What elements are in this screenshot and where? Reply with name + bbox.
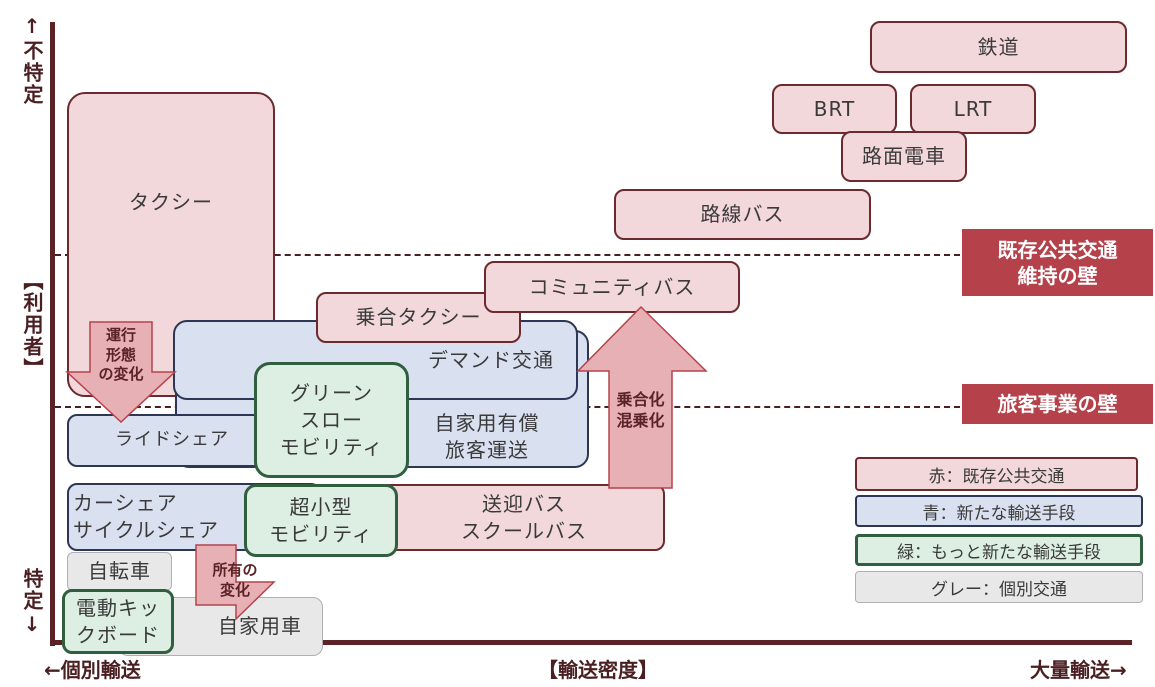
lower-wall-label: 旅客事業の壁 [962,384,1153,424]
x-axis-line [50,640,1132,645]
y-axis-line [50,22,55,646]
box-brt: BRT [772,84,897,134]
box-green-slow: グリーン スロー モビリティ [254,362,409,478]
box-lrt: LRT [910,84,1036,134]
arrow-noriai-label: 乗合化 混乗化 [616,390,665,430]
legend-red: 赤：既存公共交通 [855,457,1138,491]
y-axis-label-bottom: 特定↓ [20,568,44,638]
box-rosen-bus: 路線バス [614,189,871,240]
box-community-bus: コミュニティバス [484,261,740,313]
upper-wall-label: 既存公共交通 維持の壁 [962,229,1153,296]
box-chokogata: 超小型 モビリティ [244,484,398,557]
arrow-shoyu-label: 所有の 変化 [212,561,258,599]
box-rideshare: ライドシェア [67,414,277,467]
x-axis-label-middle: 【輸送密度】 [538,658,658,682]
arrow-noriai [576,305,708,489]
arrow-shoyu [195,544,276,621]
x-axis-label-left: ←個別輸送 [44,658,141,682]
y-axis-label-top: ↑不特定 [20,14,44,106]
box-kickboard: 電動キッ クボード [62,589,174,654]
upper-wall-line [55,254,960,256]
x-axis-label-right: 大量輸送→ [1030,658,1127,682]
arrow-unko [65,321,177,424]
y-axis-label-middle: 【利用者】 [20,270,44,380]
arrow-unko-label: 運行 形態 の変化 [98,326,144,383]
box-romen-densha: 路面電車 [841,131,967,182]
legend-gray: グレー：個別交通 [855,571,1143,603]
box-tetsudo: 鉄道 [870,21,1127,73]
legend-green: 緑：もっと新たな輸送手段 [855,534,1143,566]
legend-blue: 青：新たな輸送手段 [855,495,1143,527]
